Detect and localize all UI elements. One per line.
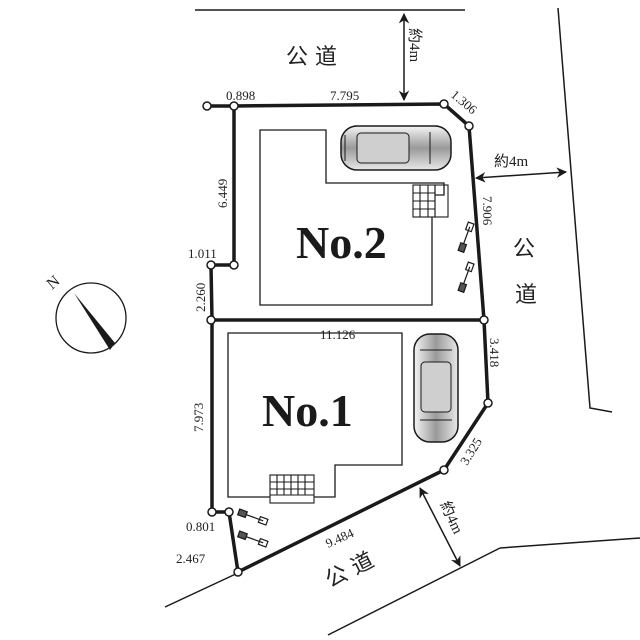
- bicycle-icons: [236, 221, 475, 548]
- dim-bottom-left: 2.467: [176, 551, 206, 566]
- east-road-label-bottom: 道: [515, 283, 537, 308]
- dim-left-step: 1.011: [188, 246, 217, 261]
- east-road-width: 約4m: [494, 153, 529, 170]
- vertex-markers: [202, 99, 493, 577]
- dim-right-corner-lower: 3.325: [457, 435, 485, 468]
- house-2-footprint: [259, 129, 445, 306]
- dim-right-upper: 7.906: [480, 196, 495, 226]
- porch-grid-1: [269, 474, 315, 504]
- lot-1-label: No.1: [262, 385, 353, 436]
- lot-2-label: No.2: [296, 217, 387, 268]
- house-1-footprint: [227, 332, 403, 498]
- compass-icon: [55, 282, 127, 354]
- dim-left-lower: 7.973: [191, 403, 206, 432]
- north-road-label: 公 道: [286, 45, 337, 70]
- compass-north-label: N: [44, 272, 64, 293]
- dim-left-middle: 2.260: [193, 283, 208, 312]
- car-2-icon: [340, 125, 452, 171]
- south-road-edge-near: [164, 571, 241, 608]
- dim-top-left-short: 0.898: [226, 88, 255, 103]
- north-road-width: 約4m: [406, 28, 423, 63]
- dim-left-upper: 6.449: [215, 179, 230, 208]
- east-road-edge: [557, 7, 613, 413]
- south-road-width: 約4m: [436, 499, 466, 537]
- dim-right-lower: 3.418: [487, 338, 502, 367]
- south-road-label: 公 道: [321, 548, 378, 593]
- south-width-arrow: [419, 487, 461, 567]
- dim-bottom-left-step: 0.801: [186, 519, 215, 534]
- east-road-label-top: 公: [513, 237, 535, 262]
- dim-top: 7.795: [330, 88, 359, 103]
- car-1-icon: [413, 333, 459, 443]
- east-width-arrow: [474, 167, 568, 183]
- dim-shared-boundary: 11.126: [320, 327, 356, 342]
- south-road-edge-far: [327, 547, 501, 636]
- porch-grid-2: [412, 184, 449, 218]
